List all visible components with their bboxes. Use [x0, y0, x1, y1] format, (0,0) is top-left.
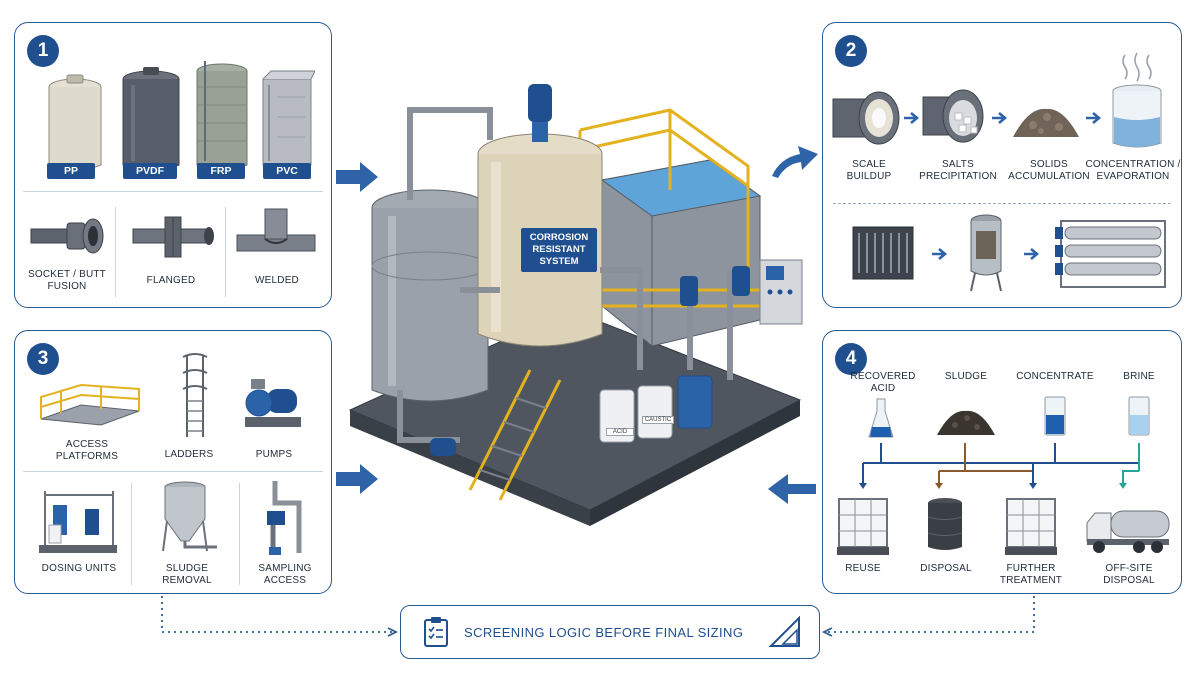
salts-pipe-icon [922, 89, 984, 143]
screening-logic-text: SCREENING LOGIC BEFORE FINAL SIZING [464, 625, 744, 640]
arrow-right-icon-2 [336, 464, 378, 494]
panel3-divider-v1 [131, 483, 132, 585]
arrow-icon [992, 112, 1008, 124]
panel-outputs: 4 RECOVERED ACID SLUDGE CONCENTRATE BRIN… [822, 330, 1182, 594]
stream-label-acid: RECOVERED ACID [850, 371, 916, 394]
stage-label-scale: SCALE BUILDUP [846, 159, 892, 182]
heat-exchanger-icon [852, 226, 914, 280]
pump-icon [245, 379, 301, 427]
access-label-dosing: DOSING UNITS [41, 563, 117, 574]
platform-icon [40, 383, 140, 426]
filter-vessel-icon [970, 214, 1002, 292]
solids-pile-icon [1013, 108, 1079, 137]
material-tag-pp: PP [47, 163, 95, 179]
stage-label-solids: SOLIDS ACCUMULATION [1008, 159, 1090, 182]
scale-pipe-icon [832, 91, 900, 145]
panel1-divider-v2 [225, 207, 226, 297]
treatment-system-illustration [348, 84, 803, 526]
brine-beaker-icon [1128, 396, 1150, 436]
sludge-pile-icon [937, 410, 995, 435]
stream-label-brine: BRINE [1123, 371, 1155, 382]
frp-tank-icon [196, 61, 248, 171]
dest-label-disposal: DISPOSAL [920, 563, 972, 574]
sludge-hopper-icon [162, 481, 217, 552]
step-badge-3: 3 [27, 343, 59, 375]
tanker-truck-icon [1086, 510, 1170, 553]
stream-label-sludge: SLUDGE [944, 371, 988, 382]
concentrate-beaker-icon [1044, 396, 1066, 436]
flanged-pipe-icon [132, 216, 214, 258]
dest-label-offsite: OFF-SITE DISPOSAL [1103, 563, 1155, 586]
dest-label-further: FURTHER TREATMENT [999, 563, 1063, 586]
dotted-connector-right [821, 596, 1035, 637]
material-tag-frp: FRP [197, 163, 245, 179]
pvc-tank-icon [262, 70, 315, 166]
arrow-icon [904, 112, 920, 124]
stage-label-salts: SALTS PRECIPITATION [919, 159, 997, 182]
access-label-platforms: ACCESS PLATFORMS [55, 439, 119, 462]
dest-label-reuse: REUSE [845, 563, 881, 574]
flow-connectors [859, 443, 1140, 489]
panel3-divider-v2 [239, 483, 240, 585]
step-badge-4: 4 [835, 343, 867, 375]
dotted-connector-left [161, 596, 399, 637]
access-label-pumps: PUMPS [255, 449, 293, 460]
ibc-tote-icon-2 [1005, 498, 1057, 555]
ladder-icon [182, 353, 208, 437]
material-tag-pvdf: PVDF [123, 163, 177, 179]
checklist-icon [424, 617, 448, 647]
stage-label-concentration: CONCENTRATION / EVAPORATION [1085, 159, 1181, 182]
evaporation-beaker-icon [1112, 52, 1162, 148]
panel2-divider [833, 203, 1171, 204]
panel3-divider [23, 471, 323, 472]
panel-materials: 1 PP PVDF FRP PVC [14, 22, 332, 308]
step-badge-2: 2 [835, 35, 867, 67]
ibc-tote-icon [837, 498, 889, 555]
material-tag-pvc: PVC [263, 163, 311, 179]
tank-label: CORROSION RESISTANT SYSTEM [521, 228, 597, 272]
sampling-valve-icon [267, 481, 302, 555]
arrow-icon [1086, 112, 1102, 124]
dosing-unit-icon [39, 491, 117, 553]
arrow-icon [932, 248, 948, 260]
joint-label-welded: WELDED [255, 275, 299, 286]
pvdf-tank-icon [122, 67, 180, 171]
stream-label-concentrate: CONCENTRATE [1016, 371, 1094, 382]
access-label-ladders: LADDERS [164, 449, 214, 460]
panel-scaling: 2 SCALE BUILDUP SALTS PRECIPITATION SOLI… [822, 22, 1182, 308]
access-label-sampling: SAMPLING ACCESS [258, 563, 312, 586]
welded-pipe-icon [236, 208, 316, 252]
screening-logic-box: SCREENING LOGIC BEFORE FINAL SIZING [400, 605, 820, 659]
acid-flask-icon [868, 398, 894, 438]
access-label-sludge: SLUDGE REMOVAL [162, 563, 212, 586]
panel1-divider-v1 [115, 207, 116, 297]
arrow-right-icon [336, 162, 378, 192]
drum-label-acid: ACID [606, 428, 634, 436]
drum-icon [927, 498, 963, 550]
socket-pipe-icon [30, 218, 104, 254]
set-square-icon [769, 616, 800, 647]
step-badge-1: 1 [27, 35, 59, 67]
pp-tank-icon [48, 74, 102, 171]
panel1-divider [23, 191, 323, 192]
membrane-rack-icon [1055, 220, 1166, 288]
joint-label-flanged: FLANGED [146, 275, 196, 286]
panel-access: 3 ACCESS PLATFORMS LADDERS PUMPS [14, 330, 332, 594]
joint-label-socket: SOCKET / BUTT FUSION [28, 269, 106, 292]
arrow-left-icon [768, 474, 816, 504]
drum-label-caustic: CAUSTIC [642, 416, 674, 424]
arrow-curved-icon [772, 146, 818, 178]
arrow-icon [1024, 248, 1040, 260]
